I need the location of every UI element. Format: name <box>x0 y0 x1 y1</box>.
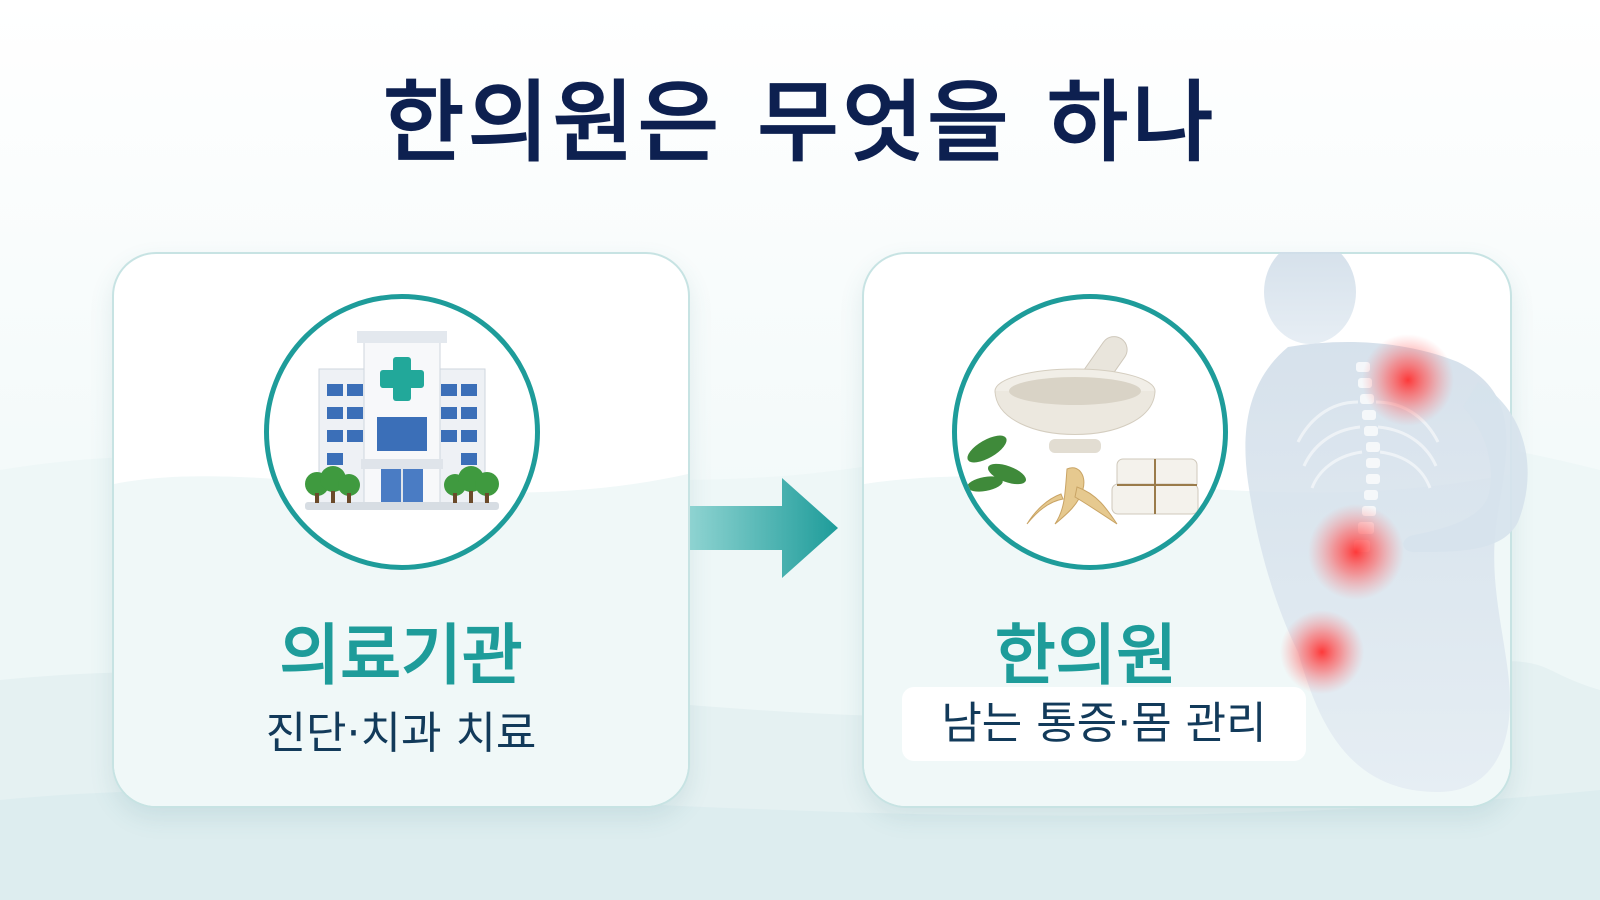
pain-point-shoulder <box>1362 334 1454 426</box>
pain-point-hip <box>1280 610 1364 694</box>
herbal-icon-circle <box>952 294 1228 570</box>
page-title: 한의원은 무엇을 하나 <box>383 71 1217 174</box>
card-wave-decoration <box>114 474 688 806</box>
hospital-icon-circle <box>264 294 540 570</box>
korean-medicine-clinic-caption: 남는 통증·몸 관리 <box>902 687 1306 761</box>
pain-point-lower-back <box>1308 504 1404 600</box>
medical-institution-card: 의료기관 진단·치과 치료 <box>112 252 690 808</box>
korean-medicine-clinic-label: 한의원 <box>994 617 1178 694</box>
right-arrow-icon <box>690 478 838 578</box>
hospital-building-icon <box>305 331 499 510</box>
human-back-pain-figure <box>1245 252 1528 792</box>
medical-institution-label: 의료기관 <box>279 617 523 694</box>
mortar-pestle-herbs-icon <box>967 336 1199 525</box>
medical-institution-caption: 진단·치과 치료 <box>265 708 537 759</box>
